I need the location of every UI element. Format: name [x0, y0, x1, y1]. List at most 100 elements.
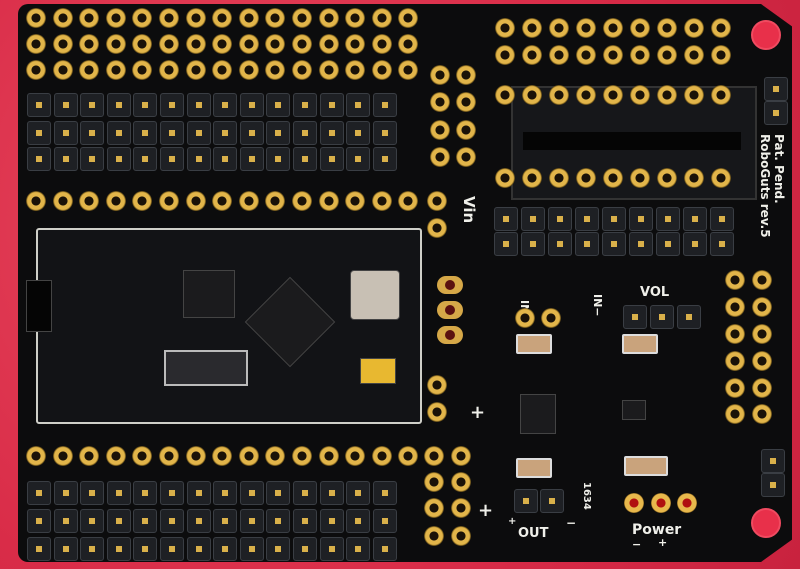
header-pin — [133, 509, 158, 533]
header-pin — [319, 481, 344, 505]
socket-pin — [185, 446, 206, 466]
header-pin — [53, 481, 78, 505]
out-header-pin — [540, 489, 564, 513]
header-pin — [133, 481, 158, 505]
vin-pin — [427, 218, 447, 238]
capacitor — [516, 334, 552, 354]
socket-pin — [522, 45, 542, 65]
power-plus-label: + — [658, 536, 668, 549]
ic-socket-pin — [711, 85, 731, 105]
socket-pin — [238, 34, 259, 54]
socket-pin — [725, 297, 745, 317]
socket-pin — [318, 60, 339, 80]
socket-pin — [711, 45, 731, 65]
socket-pin — [430, 147, 450, 167]
header-pin — [266, 537, 291, 561]
header-pin — [106, 537, 131, 561]
header-pin — [266, 147, 291, 171]
header-pin — [372, 481, 397, 505]
ic-socket-pin — [549, 168, 569, 188]
socket-pin — [318, 446, 339, 466]
ic-socket-pin — [522, 168, 542, 188]
socket-pin — [159, 8, 179, 28]
header-pin — [764, 101, 788, 125]
socket-pin — [105, 191, 126, 211]
socket-pin — [79, 60, 100, 80]
socket-pin — [52, 34, 73, 54]
power-pin — [624, 493, 644, 513]
socket-pin — [105, 60, 126, 80]
mounting-hole-bottom — [751, 508, 781, 538]
header-pin — [53, 147, 78, 171]
socket-pin — [630, 18, 650, 38]
header-pin — [80, 509, 105, 533]
ic-socket-pin — [495, 85, 515, 105]
socket-pin — [265, 34, 286, 54]
socket-pin — [292, 34, 312, 54]
socket-pin — [430, 92, 450, 112]
socket-pin — [185, 60, 206, 80]
ic-socket-pin — [630, 168, 650, 188]
out-plus-label: + — [508, 516, 517, 527]
credit-line-2: RoboGuts rev.5 — [758, 134, 772, 238]
header-pin — [186, 147, 211, 171]
socket-pin — [495, 45, 515, 65]
header-pin — [106, 481, 131, 505]
socket-pin — [424, 498, 444, 518]
header-pin — [575, 207, 599, 231]
amplifier-chip — [520, 394, 556, 434]
reset-button[interactable] — [350, 270, 400, 320]
socket-pin — [576, 18, 596, 38]
header-pin — [239, 509, 264, 533]
socket-pin — [52, 446, 73, 466]
socket-pin — [456, 92, 476, 112]
header-pin — [106, 93, 131, 117]
header-pin — [761, 473, 785, 497]
socket-pin — [456, 65, 476, 85]
socket-pin — [345, 191, 366, 211]
header-pin — [133, 93, 158, 117]
ic-socket-pin — [603, 168, 623, 188]
plus-label-mid: + — [470, 402, 486, 423]
header-pin — [213, 481, 238, 505]
socket-pin — [212, 8, 233, 28]
socket-pin — [371, 191, 392, 211]
header-pin — [239, 481, 264, 505]
header-pin — [710, 207, 734, 231]
header-pin — [761, 449, 785, 473]
socket-pin — [238, 446, 259, 466]
socket-pin — [238, 60, 259, 80]
socket-pin — [185, 34, 206, 54]
socket-pin — [603, 18, 623, 38]
socket-pin — [451, 498, 471, 518]
socket-pin — [238, 191, 259, 211]
header-pin — [186, 121, 211, 145]
socket-pin — [265, 60, 286, 80]
header-pin — [521, 232, 545, 256]
header-pin — [293, 481, 317, 505]
socket-pin — [132, 446, 153, 466]
header-pin — [293, 121, 317, 145]
socket-pin — [26, 60, 46, 80]
out-minus-label: − — [566, 516, 577, 530]
power-pin — [677, 493, 697, 513]
header-pin — [53, 509, 78, 533]
header-pin — [133, 537, 158, 561]
volume-header-pin — [677, 305, 701, 329]
header-pin — [319, 509, 344, 533]
ic-socket-pin — [603, 85, 623, 105]
socket-pin — [684, 45, 704, 65]
power-minus-label: − — [632, 538, 642, 551]
header-pin — [293, 147, 317, 171]
socket-pin — [424, 526, 444, 546]
header-pin — [372, 147, 397, 171]
header-pin — [80, 121, 105, 145]
header-pin — [186, 93, 211, 117]
header-pin — [27, 537, 51, 561]
header-pin — [346, 481, 371, 505]
socket-pin — [451, 446, 471, 466]
socket-pin — [212, 60, 233, 80]
header-pin — [213, 509, 238, 533]
socket-pin — [52, 191, 73, 211]
in-minus-label: IN− — [591, 294, 604, 317]
